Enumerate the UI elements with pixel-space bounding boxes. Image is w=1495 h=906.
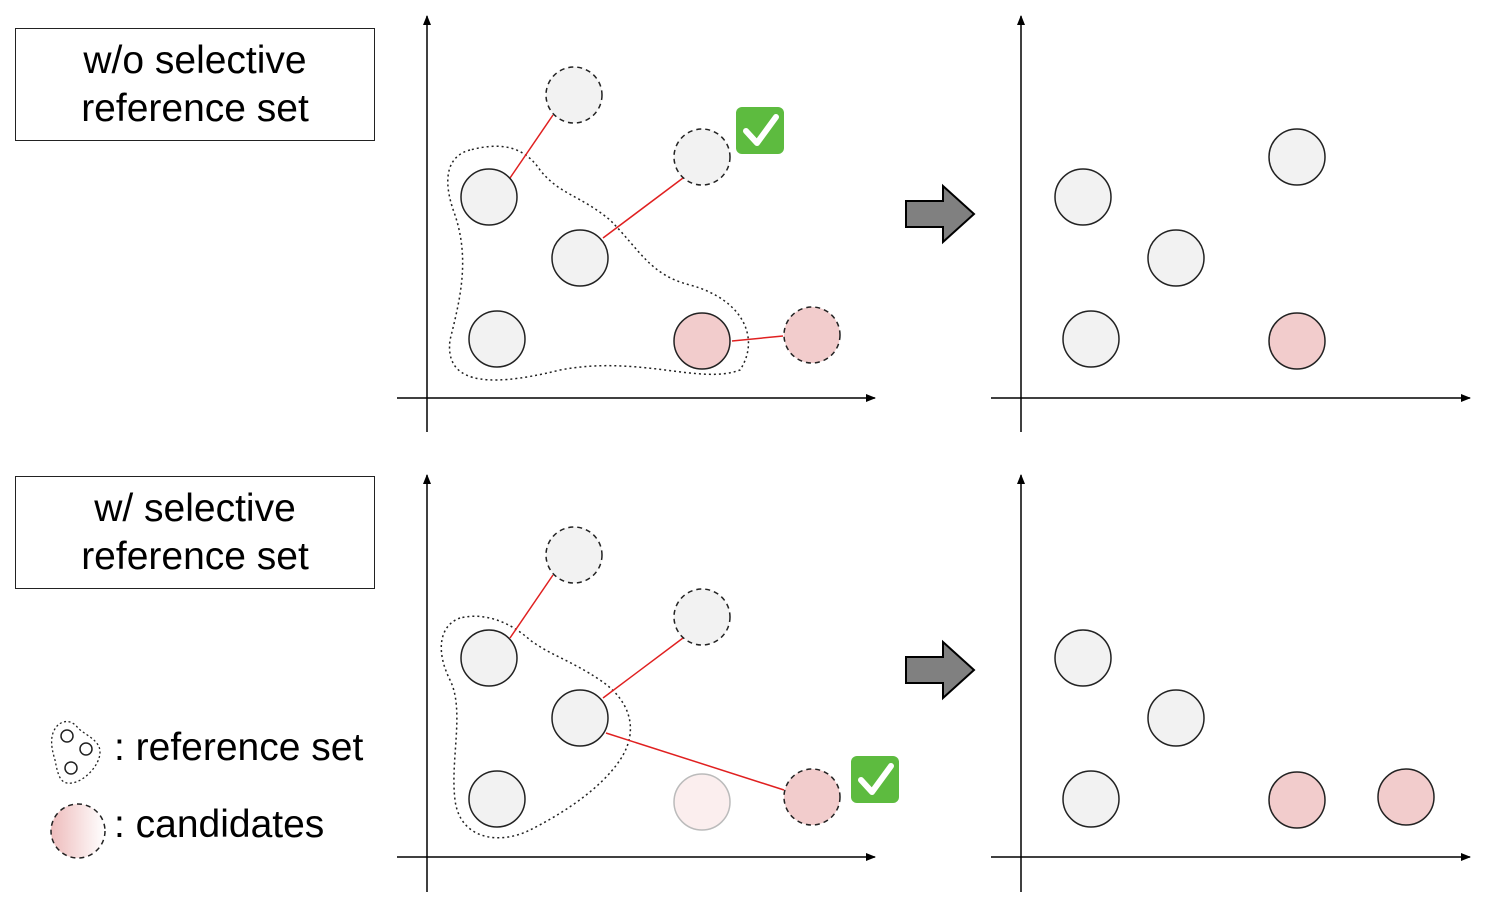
top-result-node-3 [1147,229,1205,287]
bottom-result-node-5 [1377,768,1435,826]
top-candidate-node-1 [545,66,603,124]
bottom-result-node-3 [1062,770,1120,828]
legend-candidates-label: : candidates [114,803,325,846]
bottom-panel-label: w/ selective reference set [15,476,375,589]
bottom-link-1 [509,574,554,639]
bottom-ref-node-3 [468,770,526,828]
bottom-result-node-1 [1054,629,1112,687]
top-label-line2: reference set [81,86,309,130]
top-candidate-node-2 [673,128,731,186]
bottom-candidate-node-1 [545,526,603,584]
bottom-link-2 [602,637,684,699]
top-result-node-2 [1054,168,1112,226]
bottom-label-line2: reference set [81,534,309,578]
bottom-right-plot [991,474,1471,892]
top-link-2 [602,177,684,239]
bottom-right-arrow-icon [905,639,976,701]
top-left-plot [397,15,876,432]
bottom-link-3 [605,732,785,791]
top-panel-label: w/o selective reference set [15,28,375,141]
top-reference-set-outline [447,145,750,381]
bottom-result-node-4 [1268,771,1326,829]
candidates-legend-icon [50,803,106,859]
top-ref-node-1 [460,168,518,226]
check-icon [851,756,899,803]
top-result-node-1 [1268,128,1326,186]
legend-reference-set-label: : reference set [114,726,364,769]
bottom-label-line1: w/ selective [94,486,296,530]
top-result-node-5 [1268,312,1326,370]
bottom-left-plot [397,474,899,892]
top-ref-node-2 [551,229,609,287]
top-right-plot [991,15,1471,432]
bottom-ref-node-1 [460,629,518,687]
check-icon [736,107,784,154]
top-link-1 [509,114,554,179]
reference-set-legend-icon [50,720,101,784]
top-right-arrow-icon [905,183,976,245]
top-link-3 [731,335,784,342]
bottom-faded-node [673,773,731,831]
top-ref-node-3 [468,310,526,368]
bottom-ref-node-2 [551,689,609,747]
top-ref-node-4 [673,312,731,370]
bottom-candidate-node-2 [673,588,731,646]
top-candidate-node-3 [783,306,841,364]
bottom-result-node-2 [1147,689,1205,747]
top-label-line1: w/o selective [83,38,307,82]
bottom-candidate-node-3 [783,768,841,826]
top-result-node-4 [1062,310,1120,368]
